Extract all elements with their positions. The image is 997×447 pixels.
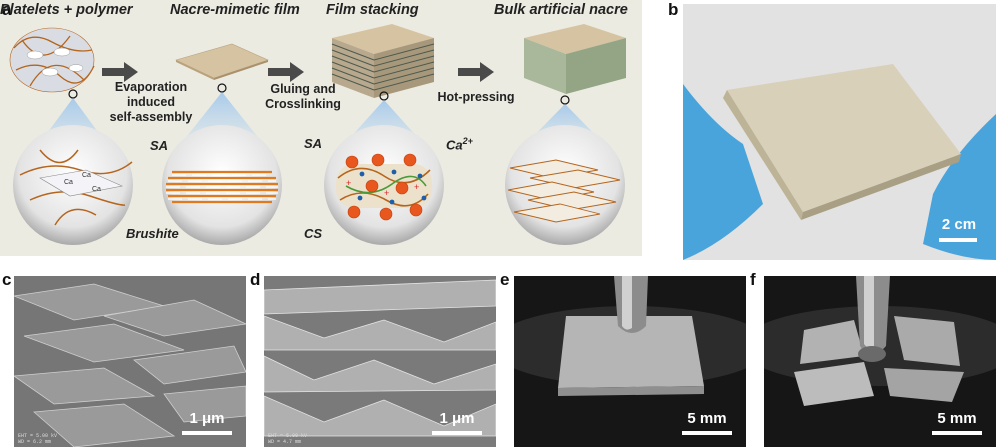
stage-title-2: Nacre-mimetic film [170,2,300,18]
bulk-nacre-block [524,24,626,105]
panel-label-a: a [2,0,12,19]
callout-sa-1: SA [150,138,169,153]
photo-indentation-after: 5 mm [764,276,996,447]
scalebar-f [932,431,982,435]
ca-label-2: Ca [82,172,91,179]
svg-text:+: + [346,178,351,188]
scalebar-label-c: 1 μm [189,410,225,427]
zoom-bubble-1: Ca Ca Ca [13,125,133,245]
scalebar-label-f: 5 mm [937,410,977,427]
scalebar-d [432,431,482,435]
step1-line-3: self-assembly [109,110,193,124]
panel-label-b: b [668,0,679,19]
arrow-2 [268,62,304,82]
schematic-panel: Ca Ca Ca [0,0,642,256]
step-label-self-assembly: Evaporation induced self-assembly [96,80,206,125]
step1-line-1: Evaporation [114,80,188,94]
step2-line-1: Gluing and [270,82,336,96]
arrow-1 [102,62,138,82]
scalebar-label-e: 5 mm [687,410,727,427]
callout-brushite: Brushite [126,226,179,241]
callout-ca2: Ca2+ [446,136,473,152]
step1-line-2: induced [127,95,175,109]
step-label-hot-pressing: Hot-pressing [437,90,515,104]
scalebar-c [182,431,232,435]
callout-cs: CS [304,226,323,241]
nacre-film [175,43,269,93]
sem-c-texture [14,276,246,447]
zoom-bubble-4 [505,125,625,245]
scalebar-e [682,431,732,435]
stage-title-4: Bulk artificial nacre [494,2,628,18]
svg-text:+: + [384,188,389,198]
arrow-3 [458,62,494,82]
callout-ca-text: Ca [446,137,463,153]
callout-ca-sup: 2+ [462,136,473,146]
photo-bulk-nacre-plate: 2 cm [683,4,996,260]
stage-title-1: Platelets + polymer [0,2,133,18]
panel-label-c: c [2,270,12,289]
step-label-gluing: Gluing and Crosslinking [258,82,348,112]
zoom-bubble-3: + + + [324,125,444,245]
schematic-illustration: Ca Ca Ca [9,24,626,245]
stage-title-3: Film stacking [326,2,419,18]
step2-line-2: Crosslinking [265,97,341,111]
scalebar-label-b: 2 cm [941,216,977,233]
photo-f-illustration [764,276,996,447]
scalebar-b [939,238,977,242]
photo-b-illustration [683,4,996,260]
svg-text:+: + [414,182,419,192]
ca-label-1: Ca [64,179,73,186]
panel-label-f: f [750,270,756,289]
platelet-polymer-blob [9,27,95,99]
photo-indentation-before: 5 mm [514,276,746,447]
scalebar-label-d: 1 μm [439,410,475,427]
panel-label-d: d [250,270,261,289]
callout-sa-2: SA [304,136,323,151]
ca-label-3: Ca [92,186,101,193]
zoom-bubble-2 [162,125,282,245]
panel-label-e: e [500,270,510,289]
photo-e-illustration [514,276,746,447]
sem-d-texture [264,276,496,447]
film-stack [331,24,435,101]
